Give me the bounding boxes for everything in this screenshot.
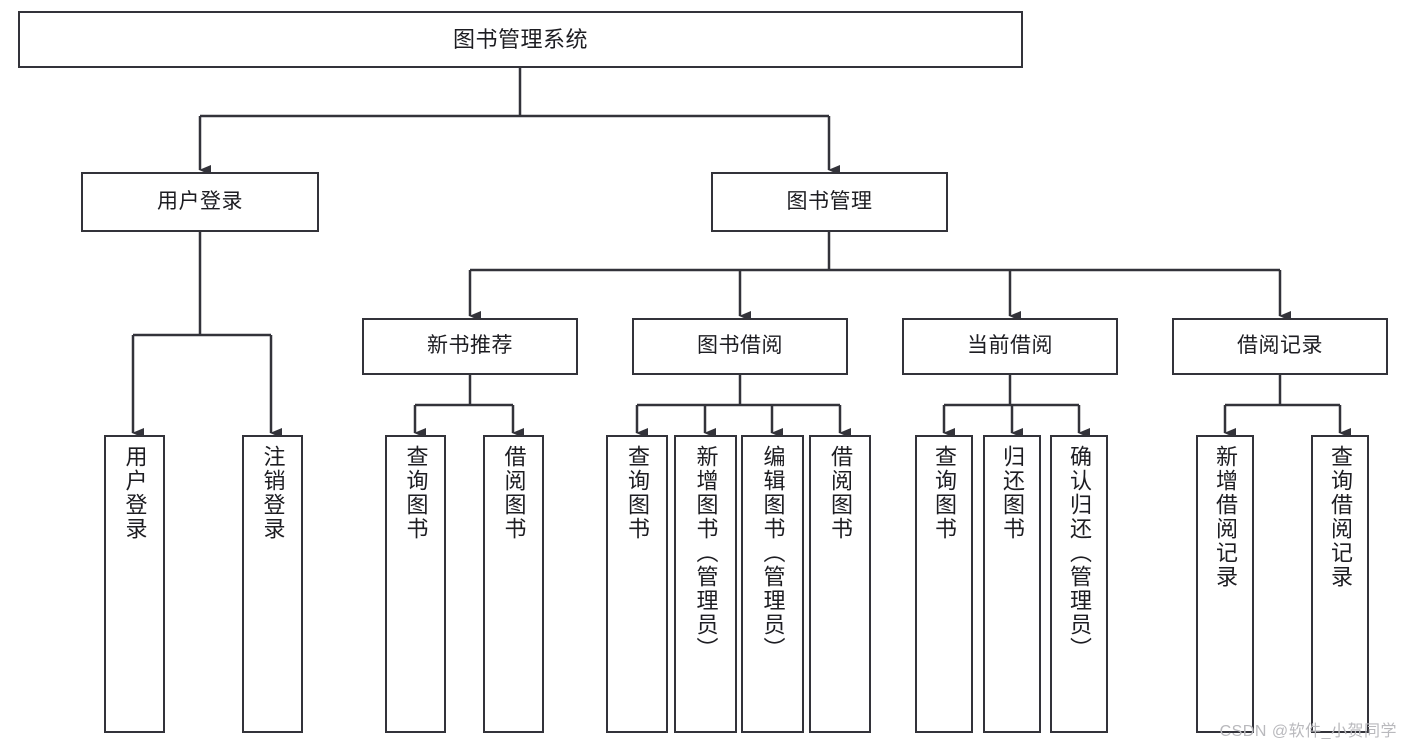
node-leaf-add-borrow-record[interactable]: 新增借阅记录	[1196, 435, 1254, 733]
node-label: 查询图书	[931, 445, 957, 541]
node-new-book-recommend[interactable]: 新书推荐	[362, 318, 578, 375]
node-book-manage[interactable]: 图书管理	[711, 172, 948, 232]
csdn-watermark: CSDN @软件_小贺同学	[1219, 723, 1397, 740]
node-label: 编辑图书（管理员）	[760, 445, 786, 661]
node-book-borrow[interactable]: 图书借阅	[632, 318, 848, 375]
node-label: 归还图书	[999, 445, 1025, 541]
node-label: 图书借阅	[697, 334, 783, 358]
node-user-login[interactable]: 用户登录	[81, 172, 319, 232]
node-label: 图书管理系统	[452, 26, 588, 52]
node-label: 借阅图书	[501, 445, 527, 541]
node-leaf-query-borrow-record[interactable]: 查询借阅记录	[1311, 435, 1369, 733]
node-leaf-borrow-book-1[interactable]: 借阅图书	[483, 435, 544, 733]
node-label: 借阅记录	[1237, 334, 1323, 358]
node-leaf-query-book-1[interactable]: 查询图书	[385, 435, 446, 733]
node-current-borrow[interactable]: 当前借阅	[902, 318, 1118, 375]
node-leaf-query-book-2[interactable]: 查询图书	[606, 435, 668, 733]
node-leaf-borrow-book-2[interactable]: 借阅图书	[809, 435, 871, 733]
node-leaf-return-book[interactable]: 归还图书	[983, 435, 1041, 733]
node-borrow-record[interactable]: 借阅记录	[1172, 318, 1388, 375]
node-leaf-edit-book[interactable]: 编辑图书（管理员）	[741, 435, 804, 733]
node-label: 确认归还（管理员）	[1066, 445, 1092, 661]
node-label: 查询图书	[624, 445, 650, 541]
node-label: 新增图书（管理员）	[693, 445, 719, 661]
node-label: 注销登录	[260, 445, 286, 541]
node-label: 查询图书	[403, 445, 429, 541]
node-leaf-confirm-return[interactable]: 确认归还（管理员）	[1050, 435, 1108, 733]
node-label: 借阅图书	[827, 445, 853, 541]
node-label: 查询借阅记录	[1327, 445, 1353, 589]
node-leaf-user-login[interactable]: 用户登录	[104, 435, 165, 733]
node-label: 当前借阅	[967, 334, 1053, 358]
node-leaf-query-book-3[interactable]: 查询图书	[915, 435, 973, 733]
node-root-system[interactable]: 图书管理系统	[18, 11, 1023, 68]
node-label: 图书管理	[786, 189, 873, 213]
node-leaf-add-book[interactable]: 新增图书（管理员）	[674, 435, 737, 733]
node-label: 用户登录	[157, 189, 243, 213]
node-label: 新增借阅记录	[1212, 445, 1238, 589]
node-label: 新书推荐	[427, 334, 513, 358]
node-leaf-logout-login[interactable]: 注销登录	[242, 435, 303, 733]
node-label: 用户登录	[122, 445, 148, 541]
